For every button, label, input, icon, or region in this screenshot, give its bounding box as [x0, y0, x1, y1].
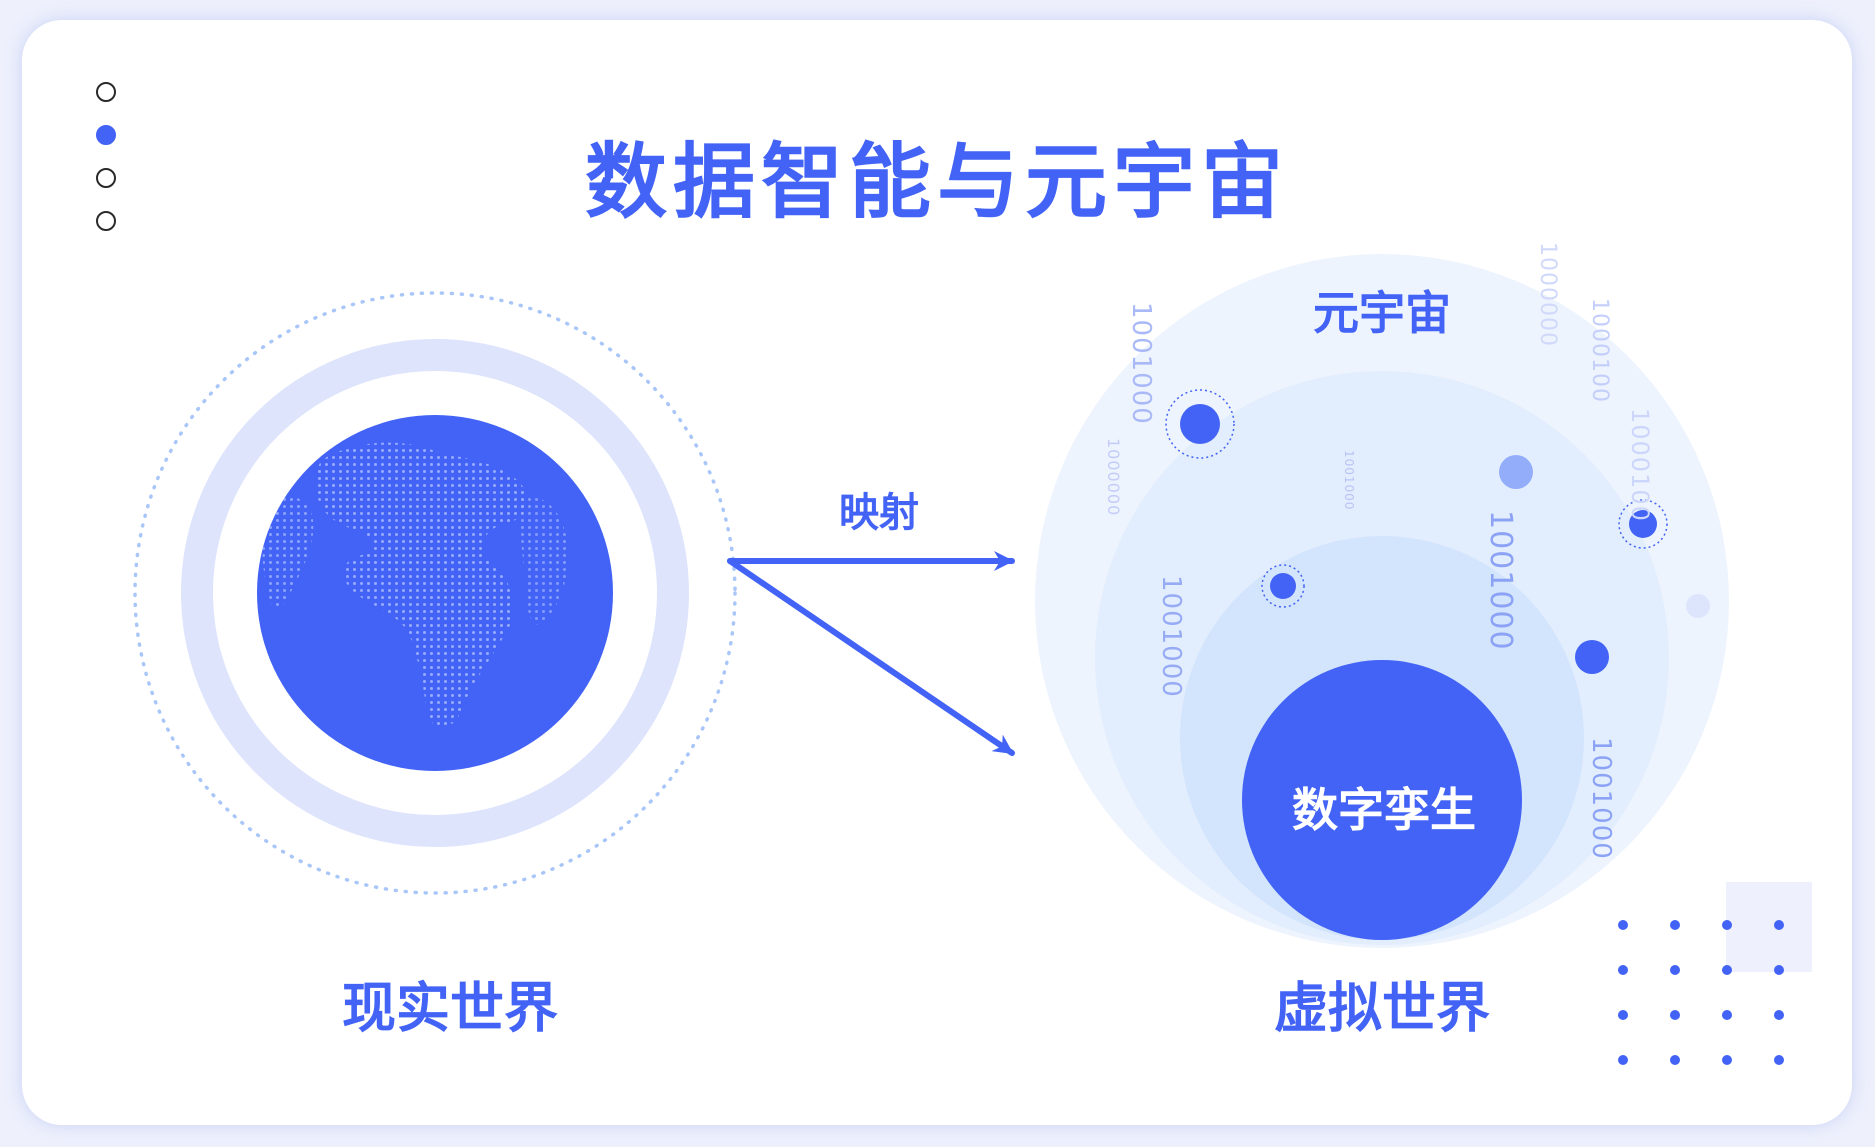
binary-string: 1000100	[1587, 298, 1612, 403]
decorative-dot	[1618, 920, 1628, 930]
sphere-digital-twin	[1242, 660, 1522, 940]
decorative-dot	[1670, 920, 1680, 930]
slide-card: 数据智能与元宇宙 映射 现实世界 虚拟世界 元宇宙 数字孪生 1001000 1…	[22, 20, 1852, 1125]
binary-string: 1001000	[1342, 450, 1356, 511]
decorative-dot	[1774, 920, 1784, 930]
mapping-arrows	[727, 551, 1015, 756]
orbit-dot	[1629, 510, 1657, 538]
digital-twin-label: 数字孪生	[1292, 783, 1476, 837]
orbit-dot-ring	[1261, 564, 1305, 608]
orbit-dot-ring	[1165, 389, 1235, 459]
binary-string: 1000100	[1626, 408, 1654, 522]
virtual-world-spheres	[1035, 254, 1729, 948]
decorative-dot	[1774, 1055, 1784, 1065]
binary-string: 1001000	[1586, 737, 1616, 860]
orbit-dot	[1686, 594, 1710, 618]
slide-dot-1[interactable]	[96, 82, 116, 102]
orbit-dot-ring	[1618, 499, 1668, 549]
decorative-dot	[1722, 1010, 1732, 1020]
binary-string: 1001000	[1483, 510, 1518, 651]
globe-dotted-orbit	[133, 291, 737, 895]
decorative-dot	[1774, 1010, 1784, 1020]
orbit-dot	[1499, 455, 1533, 489]
decorative-dot	[1618, 965, 1628, 975]
orbit-dots	[1165, 389, 1710, 674]
orbit-dot	[1575, 640, 1609, 674]
real-world-label: 现实世界	[342, 976, 558, 1040]
binary-string: 1000000	[1535, 242, 1560, 347]
decorative-dot	[1670, 1055, 1680, 1065]
decorative-dot	[1670, 965, 1680, 975]
binary-string: 1000000	[1104, 438, 1123, 517]
decorative-dot	[1722, 920, 1732, 930]
slide-dot-3[interactable]	[96, 168, 116, 188]
decorative-dot	[1722, 1055, 1732, 1065]
decorative-dot	[1618, 1055, 1628, 1065]
binary-string: 1001000	[1156, 575, 1186, 698]
orbit-dot	[1270, 573, 1296, 599]
diagram-canvas	[133, 254, 1812, 1065]
binary-string: 1001000	[1126, 302, 1156, 425]
decorative-dot	[1722, 965, 1732, 975]
decorative-square	[1726, 882, 1812, 972]
globe-continents-icon	[262, 442, 569, 728]
mapping-arrow-diagonal	[727, 558, 1015, 756]
orbit-dot	[1180, 404, 1220, 444]
virtual-world-label: 虚拟世界	[1274, 976, 1490, 1040]
page-title: 数据智能与元宇宙	[584, 135, 1289, 230]
slide-dot-4[interactable]	[96, 211, 116, 231]
decorative-grid	[1618, 882, 1812, 1065]
slide-dot-2[interactable]	[96, 125, 116, 145]
mapping-label: 映射	[839, 490, 919, 536]
decorative-dot	[1670, 1010, 1680, 1020]
decorative-dot	[1618, 1010, 1628, 1020]
globe-outer-ring	[181, 339, 689, 847]
decorative-dot-grid	[1618, 920, 1784, 1065]
real-world-globe	[133, 291, 737, 895]
metaverse-label: 元宇宙	[1313, 286, 1451, 340]
slide-pager	[96, 82, 116, 254]
decorative-dot	[1774, 965, 1784, 975]
